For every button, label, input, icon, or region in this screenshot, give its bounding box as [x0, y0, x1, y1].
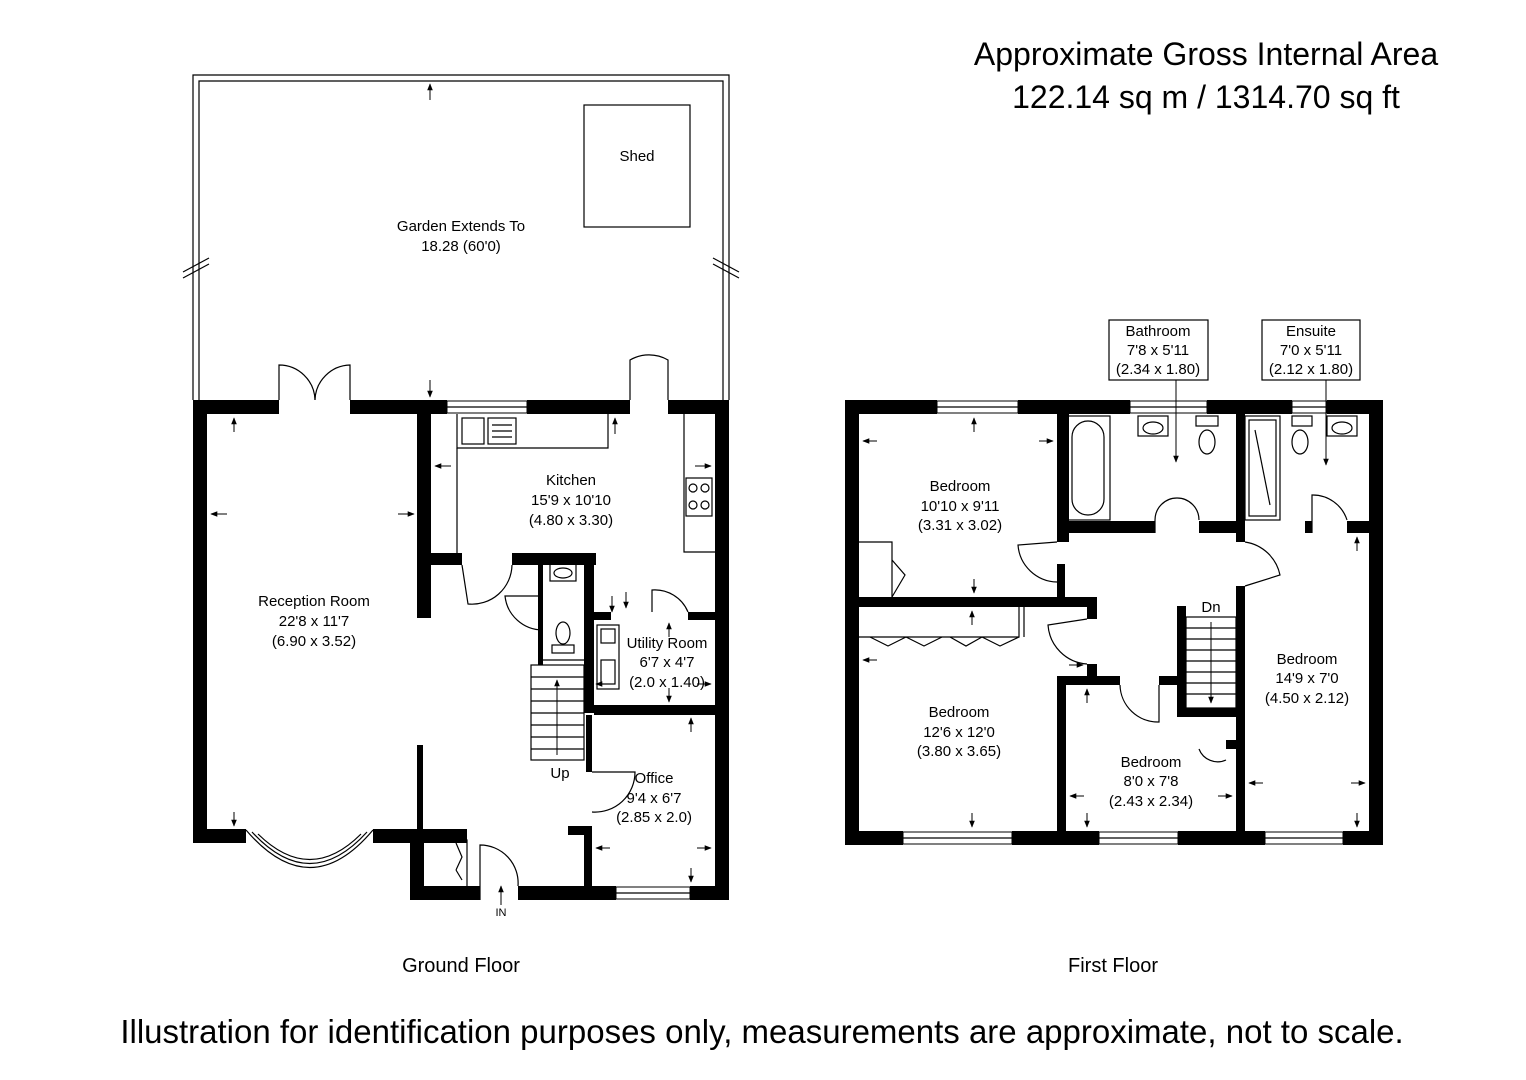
- bedroom3-imperial: 8'0 x 7'8: [1124, 773, 1179, 790]
- reception-metric: (6.90 x 3.52): [272, 633, 356, 650]
- bathroom-metric: (2.34 x 1.80): [1116, 361, 1200, 378]
- reception-label: Reception Room: [258, 593, 370, 610]
- bedroom4-metric: (4.50 x 2.12): [1265, 690, 1349, 707]
- kitchen-fittings: [456, 414, 715, 553]
- ensuite-label: Ensuite: [1286, 323, 1336, 340]
- bedroom4-imperial: 14'9 x 7'0: [1275, 670, 1338, 687]
- bedroom2-label: Bedroom: [929, 704, 990, 721]
- stairs-up-label: Up: [550, 765, 569, 782]
- area-value: 122.14 sq m / 1314.70 sq ft: [1012, 79, 1400, 115]
- bedroom1-metric: (3.31 x 3.02): [918, 517, 1002, 534]
- bedroom1-label: Bedroom: [930, 478, 991, 495]
- reception-imperial: 22'8 x 11'7: [279, 613, 350, 630]
- ground-floor-doors: [278, 354, 689, 900]
- utility-label: Utility Room: [627, 635, 708, 652]
- utility-metric: (2.0 x 1.40): [629, 674, 705, 691]
- first-floor-walls: [845, 400, 1383, 845]
- bedroom2-imperial: 12'6 x 12'0: [923, 724, 995, 741]
- ensuite-fittings: [1244, 415, 1358, 521]
- bedroom1-imperial: 10'10 x 9'11: [921, 498, 1000, 515]
- bedroom1-cupboard: [859, 541, 906, 598]
- stairs-down-label: Dn: [1201, 599, 1220, 616]
- shed-label: Shed: [619, 148, 654, 165]
- first-floor-plan: Bathroom 7'8 x 5'11 (2.34 x 1.80) Ensuit…: [845, 319, 1383, 845]
- ground-floor-label: Ground Floor: [402, 955, 520, 977]
- first-floor-stairs: [1185, 616, 1237, 709]
- disclaimer: Illustration for identification purposes…: [120, 1013, 1403, 1050]
- first-floor-windows: [902, 400, 1344, 845]
- garden-label: Garden Extends To: [397, 218, 525, 235]
- first-floor-label: First Floor: [1068, 955, 1158, 977]
- bedroom4-label: Bedroom: [1277, 651, 1338, 668]
- ground-floor-plan: Shed Garden Extends To 18.28 (60'0) Rece…: [182, 74, 740, 919]
- office-imperial: 9'4 x 6'7: [627, 790, 682, 807]
- ground-floor-dimension-arrows: [210, 417, 712, 883]
- shed-outline: [583, 104, 691, 228]
- bathroom-imperial: 7'8 x 5'11: [1127, 342, 1189, 359]
- bay-window: [245, 829, 374, 869]
- kitchen-imperial: 15'9 x 10'10: [531, 492, 611, 509]
- bedroom3-label: Bedroom: [1121, 754, 1182, 771]
- bathroom-label: Bathroom: [1125, 323, 1190, 340]
- entrance-label: IN: [496, 907, 507, 919]
- area-title: Approximate Gross Internal Area: [974, 36, 1438, 72]
- bathroom-fittings: [1065, 415, 1219, 521]
- utility-imperial: 6'7 x 4'7: [640, 654, 695, 671]
- bedroom3-metric: (2.43 x 2.34): [1109, 793, 1193, 810]
- kitchen-metric: (4.80 x 3.30): [529, 512, 613, 529]
- ensuite-label-box: [1261, 319, 1361, 381]
- garden-outline: [182, 74, 740, 400]
- office-label: Office: [635, 770, 674, 787]
- bedroom2-metric: (3.80 x 3.65): [917, 743, 1001, 760]
- garden-dims: 18.28 (60'0): [421, 238, 501, 255]
- ground-floor-windows: [446, 400, 691, 900]
- bedroom2-wardrobes: [859, 607, 1025, 647]
- ground-floor-walls: [193, 400, 729, 900]
- office-metric: (2.85 x 2.0): [616, 809, 692, 826]
- ensuite-metric: (2.12 x 1.80): [1269, 361, 1353, 378]
- ground-floor-stairs: [530, 664, 585, 761]
- wc-fittings: [543, 562, 620, 690]
- ensuite-imperial: 7'0 x 5'11: [1280, 342, 1342, 359]
- bathroom-label-box: [1108, 319, 1209, 381]
- first-floor-dimension-arrows: [862, 380, 1366, 828]
- kitchen-label: Kitchen: [546, 472, 596, 489]
- hall-cupboard: [424, 839, 468, 886]
